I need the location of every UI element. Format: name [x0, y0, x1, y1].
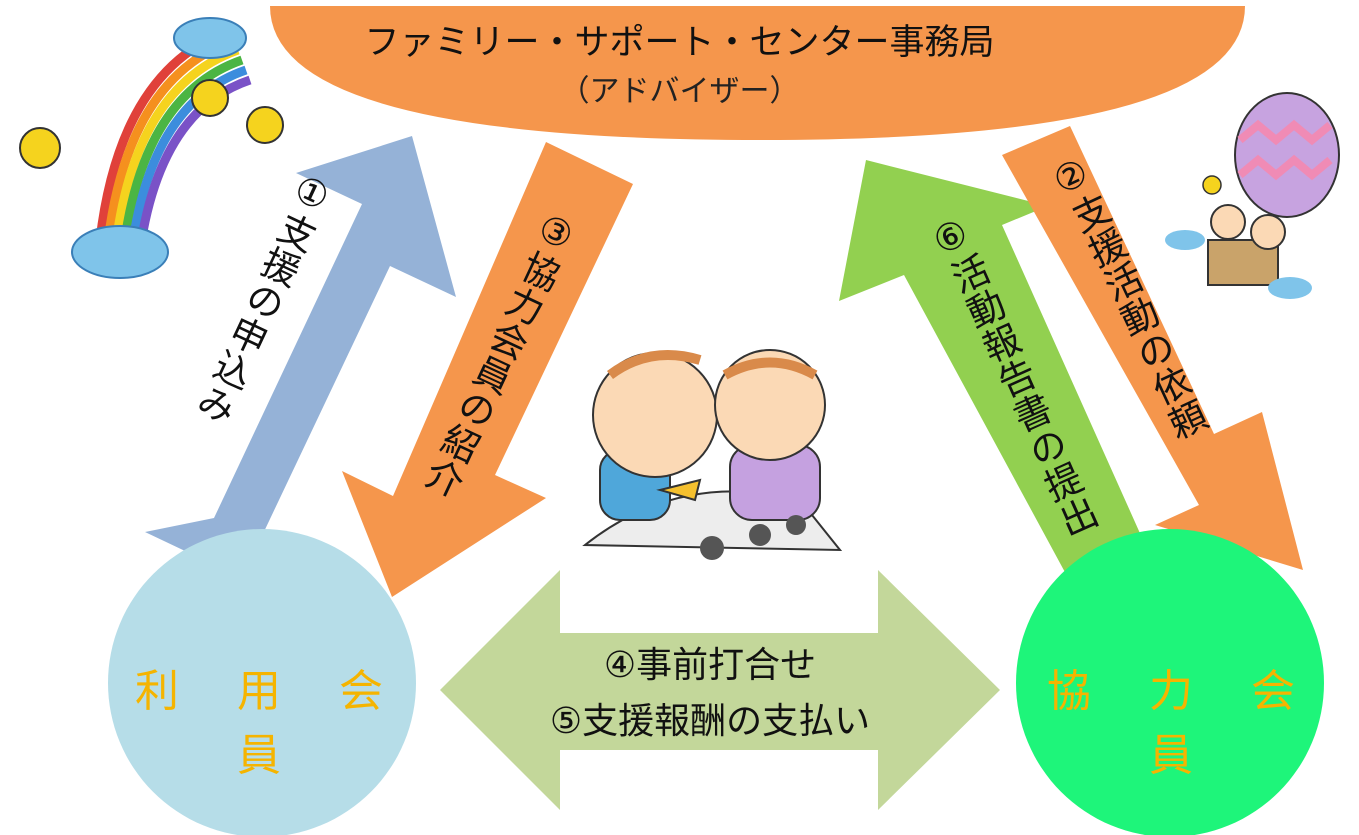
arrow-center: [440, 570, 1000, 810]
office-banner: [270, 6, 1245, 140]
balloon-illustration: [1165, 92, 1340, 299]
user-member-circle: [108, 529, 416, 835]
arrow-step6: [839, 160, 1156, 600]
office-title: ファミリー・サポート・センター事務局: [364, 23, 995, 63]
user-member-label: 利 用 会 員: [135, 666, 405, 781]
office-subtitle: （アドバイザー）: [559, 74, 800, 109]
arrow-step1: [145, 136, 456, 578]
step5-label: ⑤支援報酬の支払い: [549, 701, 871, 742]
cooperator-member-circle: [1016, 529, 1324, 835]
step4-label: ④事前打合せ: [603, 645, 817, 686]
rainbow-illustration: [19, 17, 284, 279]
arrow-step3: [342, 142, 633, 597]
arrow-step2: [1002, 126, 1303, 570]
children-illustration: [582, 349, 843, 560]
cooperator-member-label: 協 力 会 員: [1047, 666, 1317, 781]
